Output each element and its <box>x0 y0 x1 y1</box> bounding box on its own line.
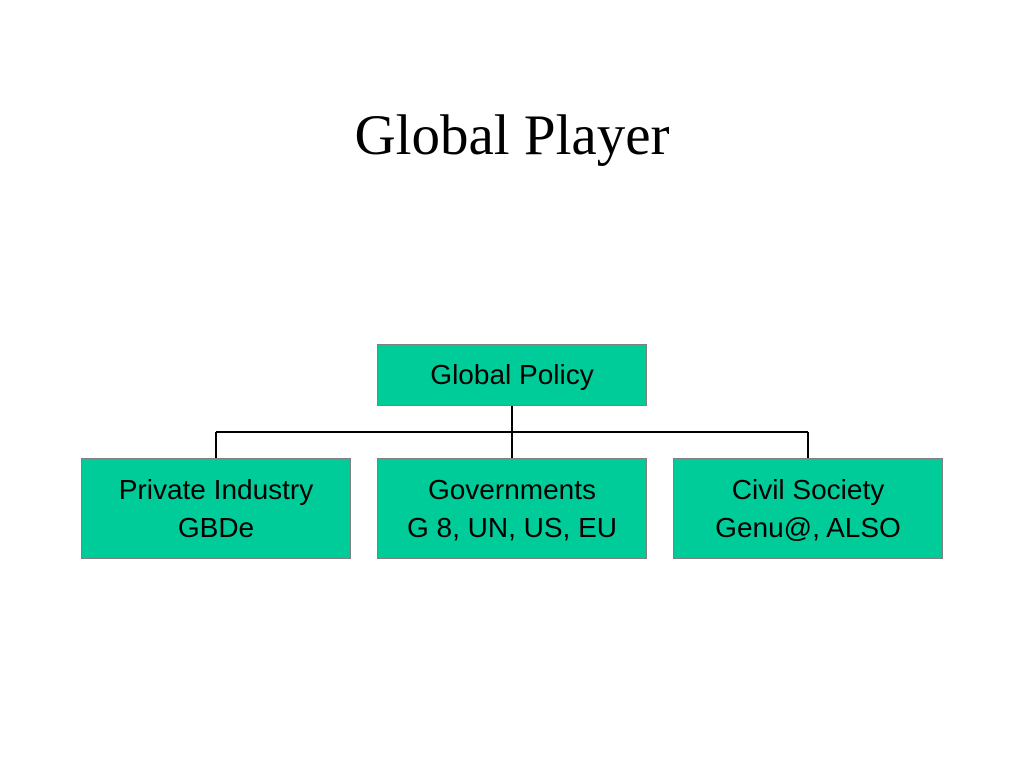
org-node-sublabel: G 8, UN, US, EU <box>406 511 618 543</box>
org-node-private-industry: Private Industry GBDe <box>81 458 351 559</box>
slide-title: Global Player <box>354 104 670 167</box>
org-node-civil-society: Civil Society Genu@, ALSO <box>673 458 943 559</box>
org-node-governments: Governments G 8, UN, US, EU <box>377 458 647 559</box>
org-node-sublabel: GBDe <box>177 511 255 543</box>
org-node-sublabel: Genu@, ALSO <box>715 511 901 543</box>
org-node-label: Global Policy <box>430 359 594 390</box>
org-node-label: Civil Society <box>731 473 885 505</box>
org-node-label: Governments <box>427 473 597 505</box>
org-node-label: Private Industry <box>118 473 314 505</box>
org-node-global-policy: Global Policy <box>377 344 647 406</box>
